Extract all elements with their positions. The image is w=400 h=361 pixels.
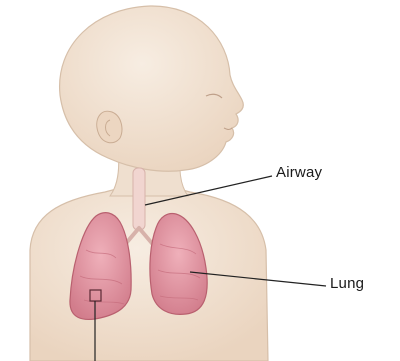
head (60, 6, 244, 171)
lung-label: Lung (330, 275, 364, 292)
ear (97, 111, 122, 143)
airway-trachea (133, 168, 145, 230)
torso (30, 188, 268, 361)
airway-label: Airway (276, 164, 322, 181)
